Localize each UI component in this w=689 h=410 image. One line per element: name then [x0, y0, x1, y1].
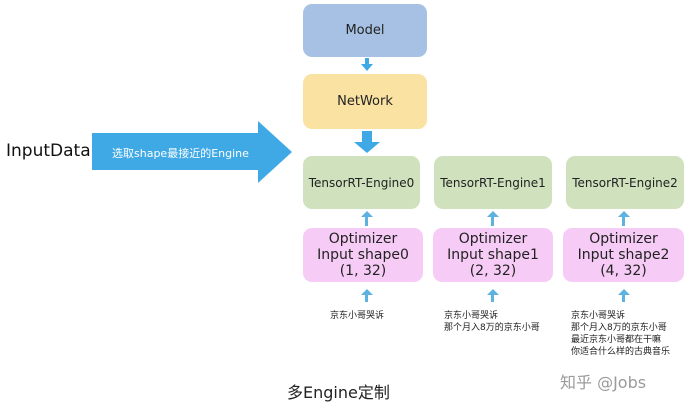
note-2: 京东小哥哭诉 那个月入8万的京东小哥 最近京东小哥都在干嘛 你适合什么样的古典音…: [571, 310, 670, 358]
arrow-network-engine0: [354, 131, 380, 153]
optimizer-dims: (1, 32): [339, 263, 387, 279]
engine-label: TensorRT-Engine0: [308, 175, 415, 190]
arrow-opt0-engine0: [361, 211, 373, 226]
network-box: NetWork: [303, 74, 427, 129]
note-line: 京东小哥哭诉: [444, 311, 499, 321]
arrow-note2-opt2: [618, 289, 630, 302]
big-arrow-shape: [92, 121, 292, 183]
optimizer-box-0: Optimizer Input shape0 (1, 32): [303, 228, 423, 282]
note-line: 京东小哥哭诉: [571, 311, 626, 321]
note-line: 那个月入8万的京东小哥: [444, 323, 540, 333]
big-arrow-text: 选取shape最接近的Engine: [112, 147, 249, 160]
note-line: 最近京东小哥都在干嘛: [571, 335, 662, 345]
engine-box-2: TensorRT-Engine2: [566, 156, 684, 209]
arrow-opt2-engine2: [618, 211, 630, 226]
optimizer-dims: (2, 32): [469, 263, 517, 279]
watermark: 知乎 @Jobs: [560, 373, 647, 392]
optimizer-shape: Input shape0: [317, 247, 409, 263]
optimizer-title: Optimizer: [328, 231, 398, 247]
engine-label: TensorRT-Engine2: [572, 175, 678, 190]
note-line: 你适合什么样的古典音乐: [571, 347, 671, 357]
optimizer-box-2: Optimizer Input shape2 (4, 32): [563, 228, 684, 282]
network-label: NetWork: [337, 94, 393, 109]
engine-box-0: TensorRT-Engine0: [303, 156, 420, 209]
note-1: 京东小哥哭诉 那个月入8万的京东小哥: [444, 310, 540, 334]
note-line: 那个月入8万的京东小哥: [571, 323, 667, 333]
optimizer-title: Optimizer: [589, 231, 658, 247]
diagram-caption: 多Engine定制: [287, 383, 390, 402]
model-label: Model: [345, 23, 385, 38]
arrow-model-network: [361, 58, 373, 71]
note-line: 京东小哥哭诉: [330, 311, 385, 321]
engine-box-1: TensorRT-Engine1: [434, 156, 552, 209]
note-0: 京东小哥哭诉: [330, 310, 384, 322]
arrow-note0-opt0: [361, 289, 373, 302]
input-data-label: InputData: [6, 141, 91, 161]
engine-label: TensorRT-Engine1: [440, 175, 546, 190]
arrow-note1-opt1: [487, 289, 499, 302]
optimizer-dims: (4, 32): [600, 263, 647, 279]
optimizer-title: Optimizer: [458, 231, 528, 247]
optimizer-shape: Input shape2: [577, 247, 670, 263]
optimizer-box-1: Optimizer Input shape1 (2, 32): [433, 228, 553, 282]
model-box: Model: [303, 4, 427, 57]
arrow-opt1-engine1: [487, 211, 499, 226]
optimizer-shape: Input shape1: [447, 247, 539, 263]
